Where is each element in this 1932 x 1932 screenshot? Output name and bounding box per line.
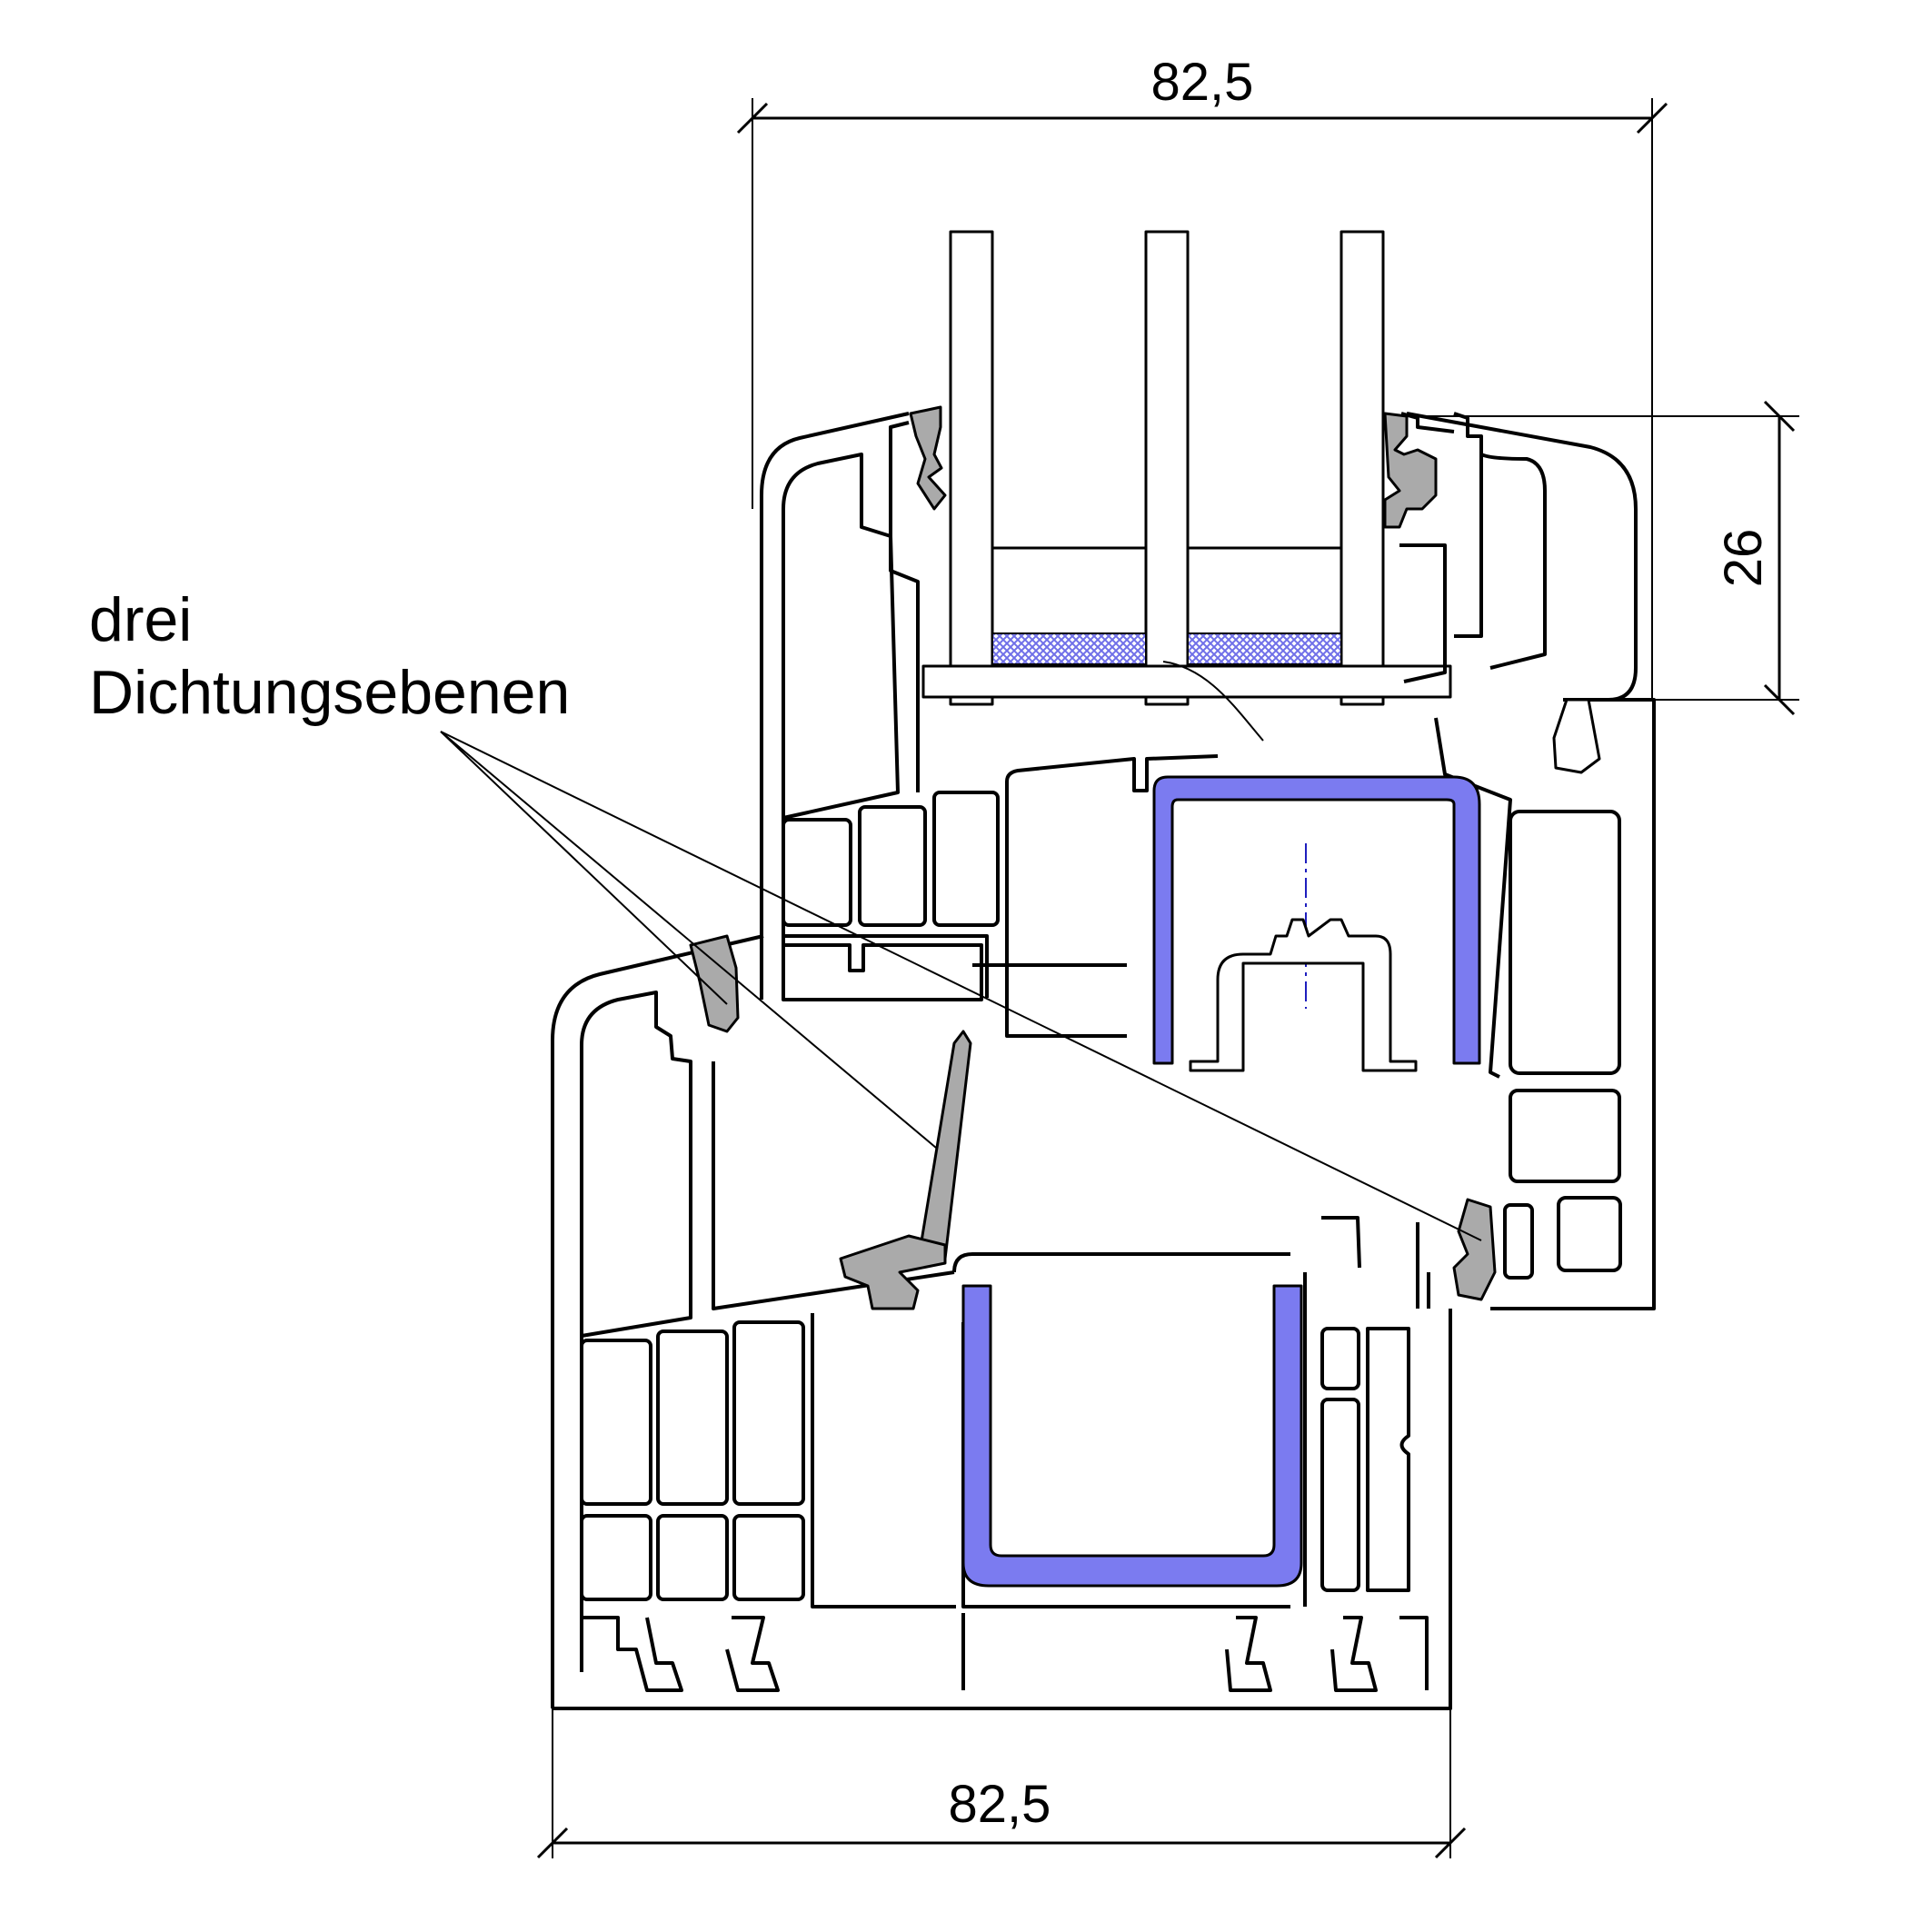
glazing-block [921,664,1452,699]
annotation-line-2: Dichtungsebenen [89,658,570,727]
spacer-left [991,632,1147,665]
glass-pane-outer [949,230,994,706]
inner-glazing-gasket [1383,412,1438,529]
triple-glazing [921,230,1452,742]
top-width-label: 82,5 [1151,53,1254,112]
frame-steel-reinforcement [961,1284,1303,1588]
sash-profile [760,412,1656,1310]
leader-outer-seal [440,731,728,1005]
sash-hardware-channel [1189,918,1418,1072]
leader-inner-seal [440,731,1482,1241]
inner-frame-seal [1452,1198,1497,1301]
leader-middle-seal [440,731,937,1149]
top-width-dimension: 82,5 [736,53,1668,700]
frame-profile [551,934,1452,1710]
bottom-width-dimension: 82,5 [536,1708,1467,1859]
gaskets [689,405,1601,1310]
outer-seal-top [689,934,740,1033]
rebate-height-dimension: 26 [1418,400,1799,716]
sash-drip-seal [1552,698,1601,774]
sealing-levels-annotation: drei Dichtungsebenen [89,585,1482,1241]
rebate-height-label: 26 [1714,529,1773,588]
glass-pane-inner [1339,230,1385,706]
middle-seal-foot [839,1234,947,1310]
middle-seal-flap [916,1030,972,1265]
glass-pane-middle [1144,230,1190,706]
annotation-line-1: drei [89,585,192,654]
bottom-width-label: 82,5 [949,1775,1051,1834]
sash-steel-reinforcement [1152,775,1481,1065]
spacer-right [1187,632,1342,665]
outer-glazing-gasket [909,405,947,511]
